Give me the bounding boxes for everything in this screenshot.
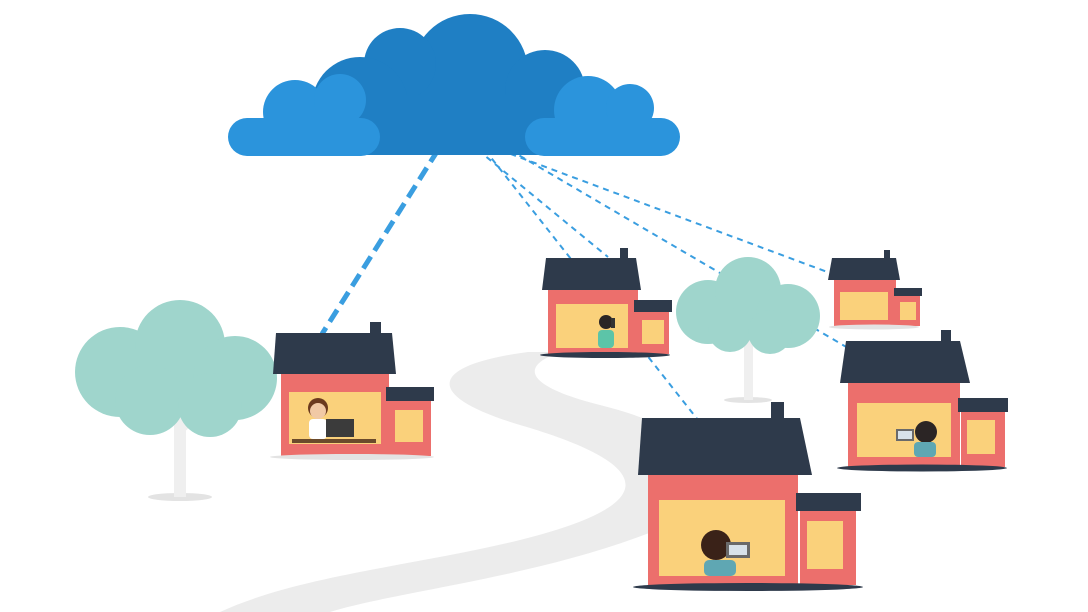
house-center	[540, 248, 672, 358]
connection-line-house-front	[484, 149, 699, 421]
tree-right	[676, 257, 820, 403]
connection-lines	[319, 148, 849, 421]
house-front	[633, 402, 863, 591]
person-with-tablet	[896, 421, 937, 457]
house-left	[270, 322, 434, 460]
connection-line-house-far-right	[499, 149, 839, 277]
road	[220, 352, 718, 612]
house-right	[837, 330, 1008, 472]
person-with-tablet	[701, 530, 750, 576]
house-far-right	[828, 250, 922, 330]
person-on-phone	[598, 315, 615, 348]
tree-left	[75, 300, 277, 501]
person-at-laptop	[292, 398, 376, 443]
cloud-icon	[228, 14, 680, 156]
connection-line-house-left	[319, 148, 441, 336]
